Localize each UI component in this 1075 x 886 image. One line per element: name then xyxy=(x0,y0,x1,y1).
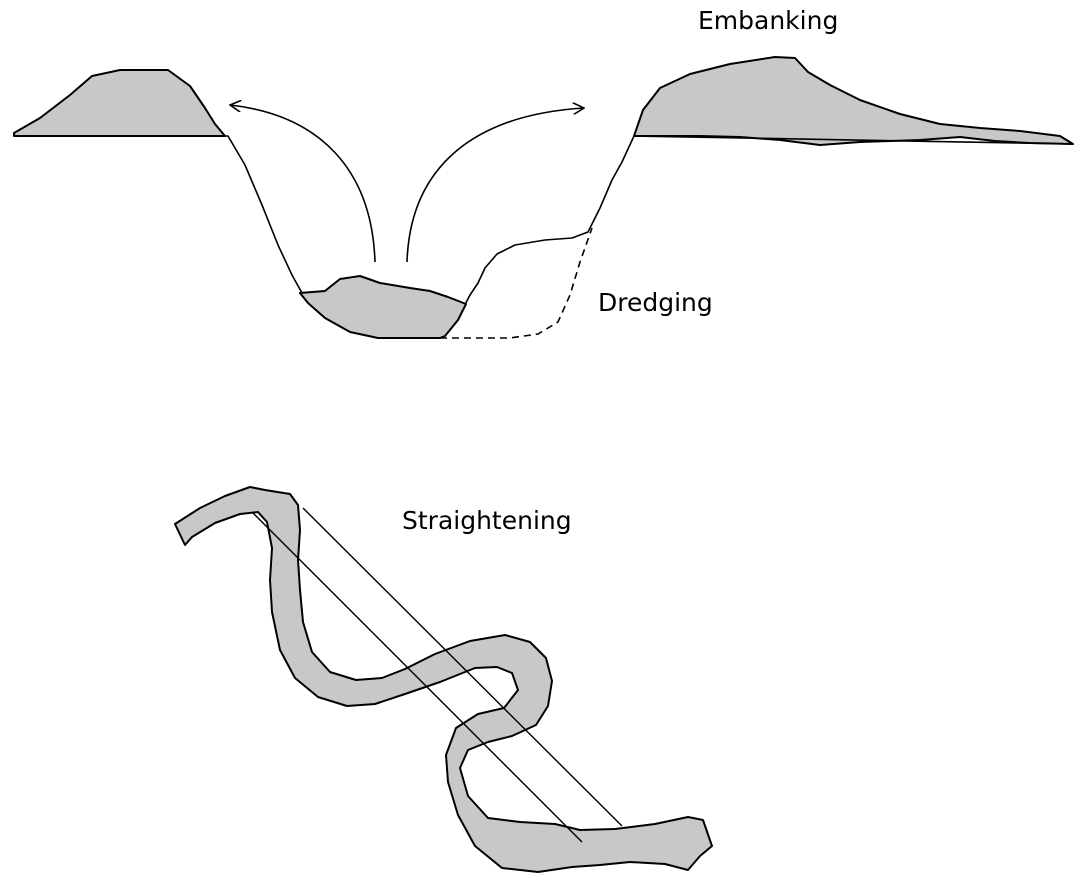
channel-bed-deposit xyxy=(300,276,466,338)
channel-cross-section xyxy=(14,57,1073,338)
straightening-label: Straightening xyxy=(402,508,572,533)
dredging-label: Dredging xyxy=(598,290,713,315)
left-bank-line xyxy=(14,136,302,293)
right-bank-line xyxy=(440,136,1073,338)
meandering-river-plan xyxy=(175,487,712,872)
right-embankment-spoil xyxy=(634,57,1073,145)
embanking-label: Embanking xyxy=(698,8,838,33)
left-arrow xyxy=(230,105,375,262)
meandering-river-channel xyxy=(175,487,712,872)
left-embankment-spoil xyxy=(14,70,225,136)
